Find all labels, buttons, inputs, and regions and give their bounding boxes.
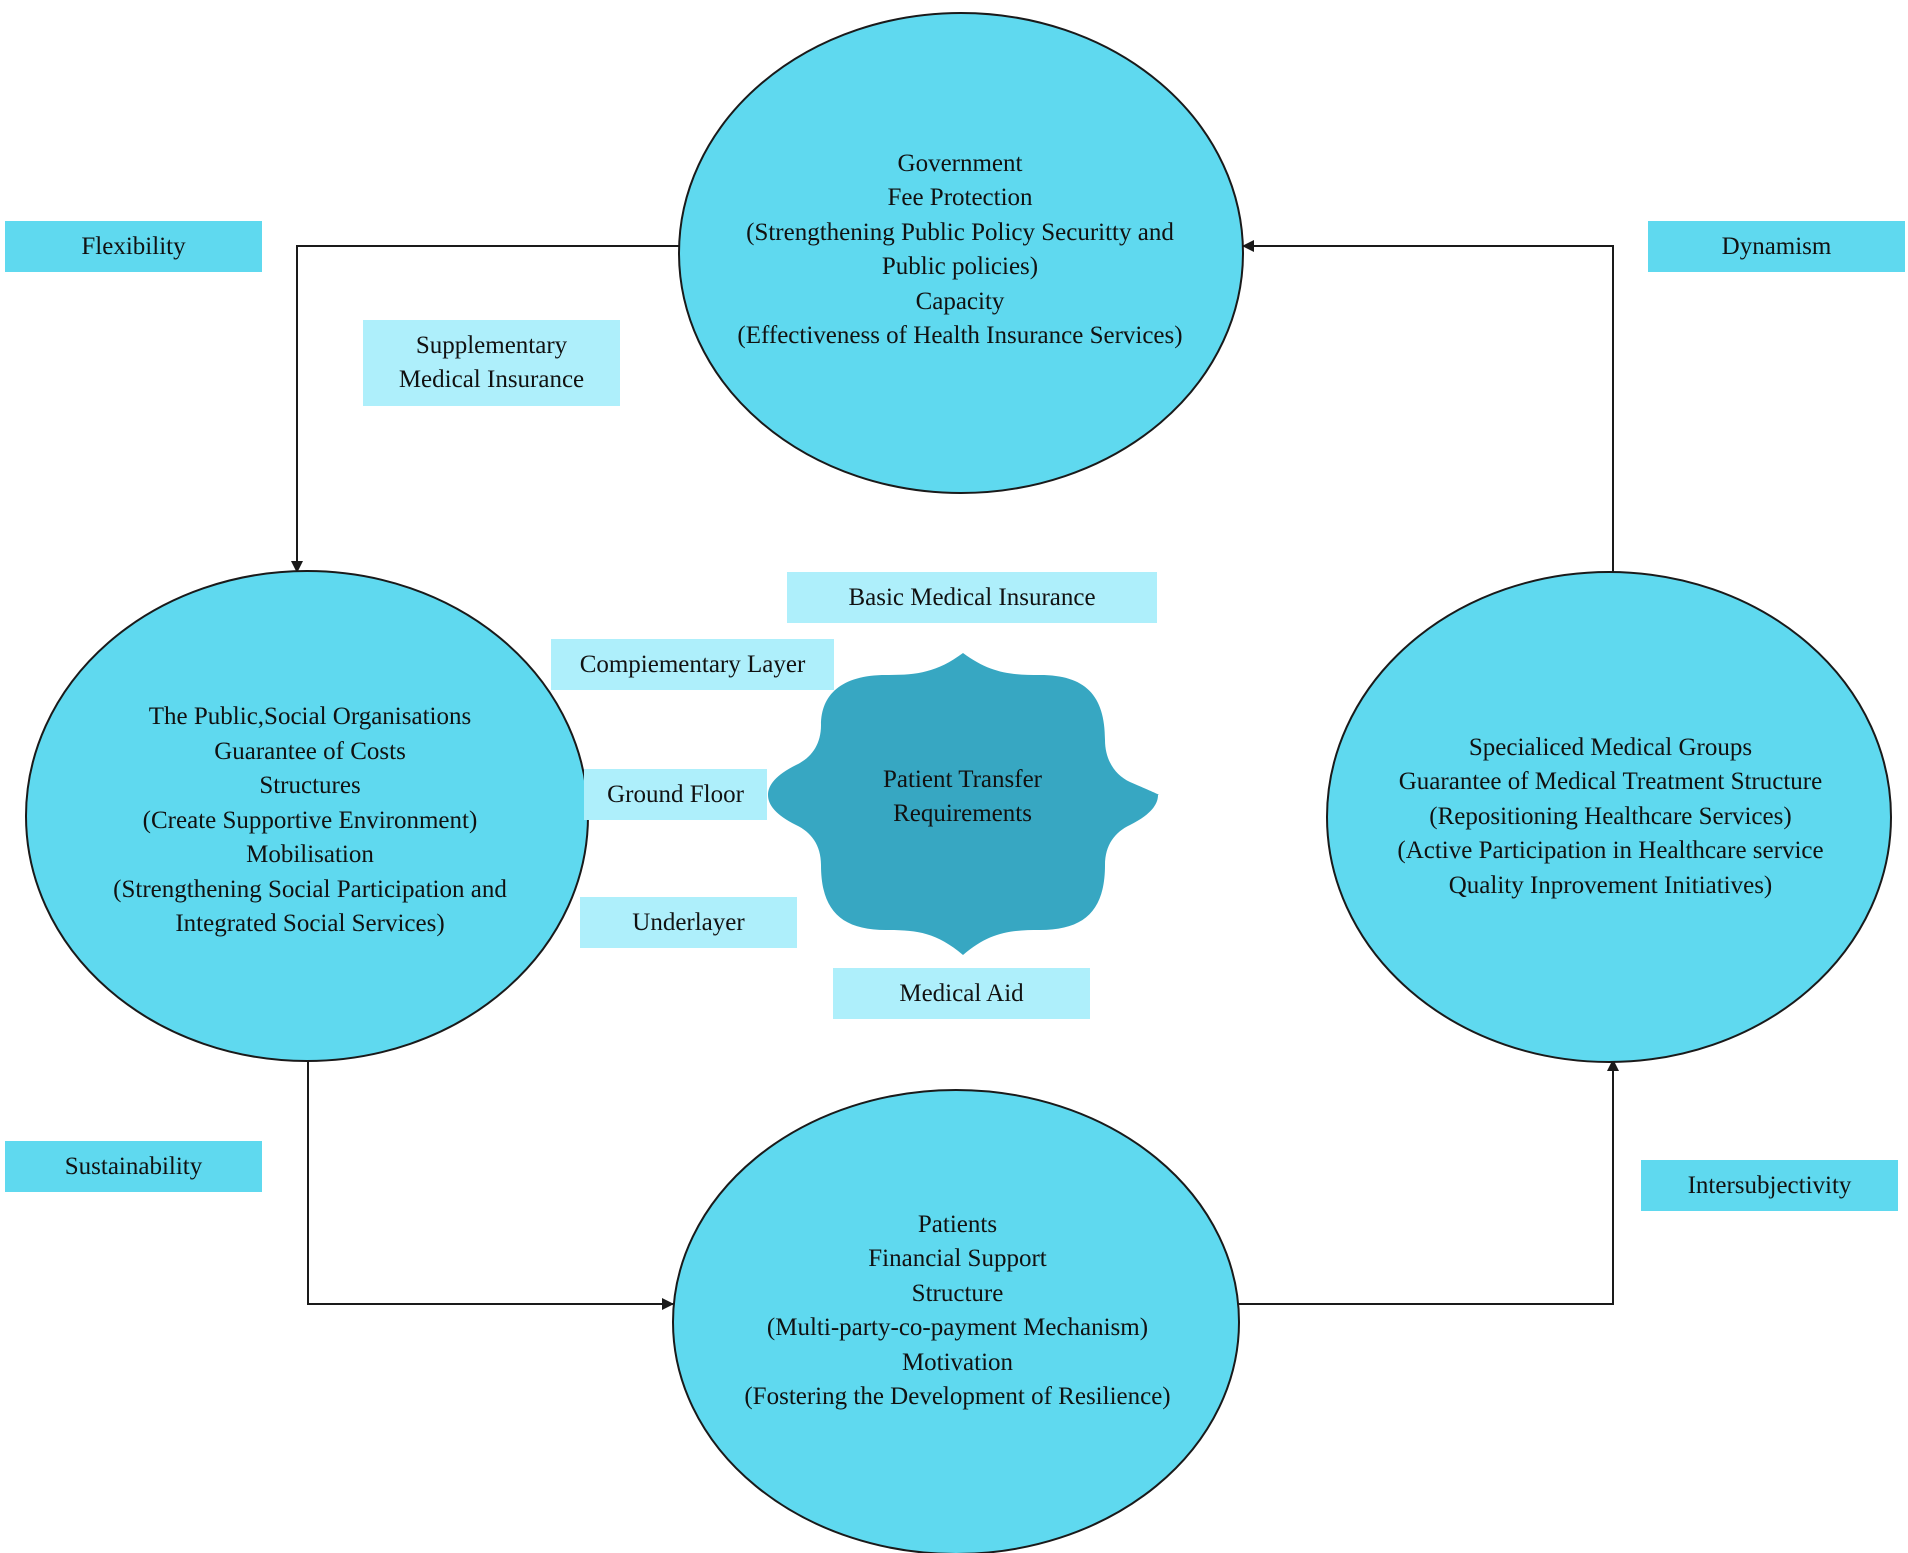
bottom-node-line: Structure — [911, 1279, 1004, 1307]
right-node-line: (Active Participation in Healthcare serv… — [1397, 837, 1824, 865]
top-node-line: Capacity — [915, 287, 1005, 315]
top-node-line: Government — [897, 149, 1023, 177]
tag-flexibility: Flexibility — [5, 221, 262, 272]
right-node-line: Guarantee of Medical Treatment Structure — [1398, 768, 1823, 796]
top-node-line: Fee Protection — [887, 184, 1033, 211]
top-node-line: (Strengthening Public Policy Securitty a… — [746, 218, 1174, 246]
arrow-left-to-bottom — [307, 1060, 674, 1310]
tag-underlayer: Underlayer — [580, 897, 797, 948]
right-node-line: Quality Inprovement Initiatives) — [1448, 871, 1773, 899]
left-node-line: Structures — [259, 772, 361, 800]
tag-dynamism: Dynamism — [1648, 221, 1905, 272]
tag-sustainability: Sustainability — [5, 1141, 262, 1192]
arrow-right-to-top — [1242, 240, 1614, 572]
bottom-node-line: (Fostering the Development of Resilience… — [744, 1383, 1171, 1410]
bottom-node-line: Patients — [917, 1210, 998, 1238]
tag-medical-aid: Medical Aid — [833, 968, 1090, 1019]
left-node-line: (Create Supportive Environment) — [142, 806, 478, 834]
top-node-line: (Effectiveness of Health Insurance Servi… — [737, 322, 1183, 349]
center-node-line: Patient Transfer — [882, 765, 1043, 793]
circle-patients — [672, 1089, 1240, 1553]
left-node-line: Guarantee of Costs — [214, 737, 406, 765]
tag-intersubjectivity: Intersubjectivity — [1641, 1160, 1898, 1211]
left-node-line: The Public,Social Organisations — [148, 703, 472, 731]
tag-complementary-layer: Compiementary Layer — [551, 639, 834, 690]
left-node-line: Mobilisation — [246, 841, 374, 869]
tag-basic-insurance: Basic Medical Insurance — [787, 572, 1157, 623]
tag-ground-floor: Ground Floor — [584, 769, 767, 820]
circle-government — [678, 12, 1244, 494]
arrow-top-to-left — [291, 245, 682, 573]
right-node-line: (Repositioning Healthcare Services) — [1429, 802, 1792, 830]
left-node-line: (Strengthening Social Participation and — [113, 875, 507, 903]
arrow-bottom-to-right — [1238, 1059, 1619, 1305]
center-node-line: Requirements — [893, 800, 1032, 827]
right-node-line: Specialiced Medical Groups — [1468, 733, 1753, 761]
cloud-patient-transfer — [768, 653, 1159, 955]
bottom-node-line: Motivation — [901, 1348, 1014, 1376]
bottom-node-line: Financial Support — [868, 1245, 1047, 1272]
left-node-line: Integrated Social Services) — [175, 910, 445, 938]
circle-medical-groups — [1326, 571, 1892, 1063]
bottom-node-line: (Multi-party-co-payment Mechanism) — [766, 1314, 1149, 1341]
top-node-line: Public policies) — [881, 253, 1039, 280]
